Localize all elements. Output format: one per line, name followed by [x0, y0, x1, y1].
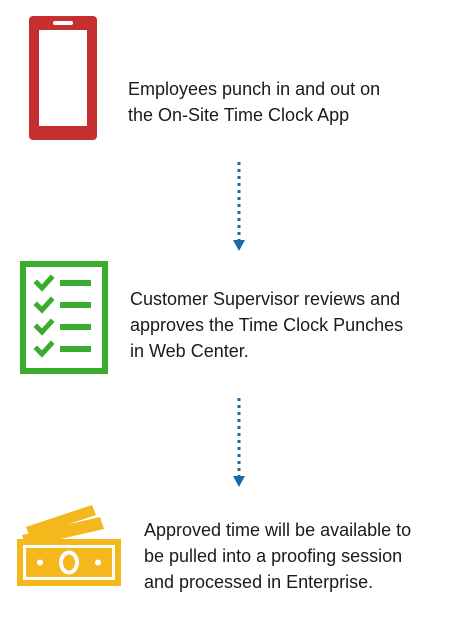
step-2-line-3: in Web Center. — [130, 341, 249, 361]
arrow-down-icon — [233, 398, 245, 487]
step-2-line-2: approves the Time Clock Punches — [130, 315, 404, 335]
mobile-phone-icon — [29, 16, 97, 140]
money-bills-icon — [17, 505, 121, 586]
step-3-text: Approved time will be available to be pu… — [144, 517, 411, 595]
step-2-text: Customer Supervisor reviews and approves… — [130, 286, 403, 364]
checklist-icon — [20, 261, 108, 374]
step-1-text: Employees punch in and out on the On-Sit… — [128, 76, 380, 128]
step-1-line-1: Employees punch in and out on — [128, 79, 381, 99]
step-1-line-2: the On-Site Time Clock App — [128, 105, 350, 125]
step-3-line-3: and processed in Enterprise. — [144, 572, 374, 592]
arrow-down-icon — [233, 162, 245, 251]
step-3-line-2: be pulled into a proofing session — [144, 546, 403, 566]
step-3-line-1: Approved time will be available to — [144, 520, 412, 540]
step-2-line-1: Customer Supervisor reviews and — [130, 289, 401, 309]
